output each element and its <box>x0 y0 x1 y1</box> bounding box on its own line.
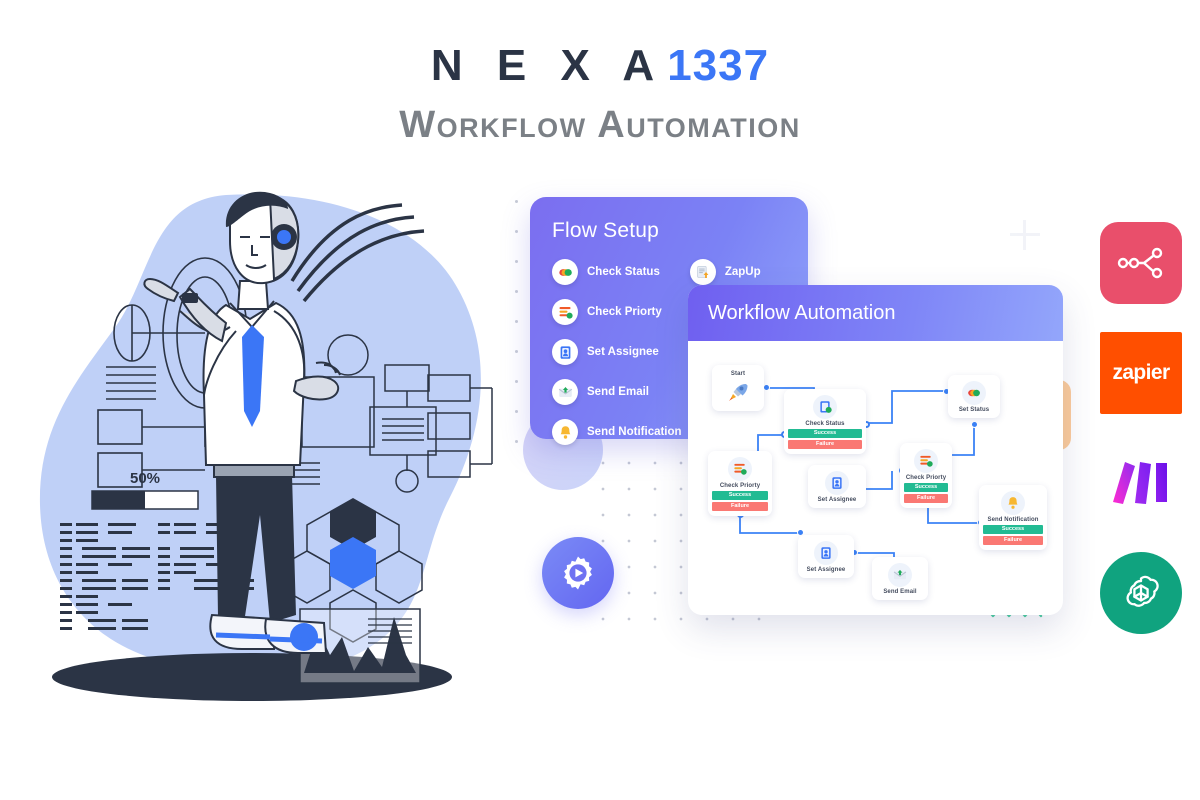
illustration-lines-left <box>106 366 156 400</box>
illustration-chart-panel <box>299 608 421 684</box>
node-label: Send Notification <box>987 517 1039 523</box>
node-failure-bar[interactable]: Failure <box>904 494 948 503</box>
node-label: Set Assignee <box>817 497 857 503</box>
page-header: N E X A1337 Workflow Automation <box>0 0 1200 147</box>
workflow-canvas[interactable]: Start Check Status Success Failure <box>696 347 1055 615</box>
plus-decoration <box>1010 220 1040 250</box>
node-success-bar[interactable]: Success <box>788 429 862 438</box>
flow-item-send-email[interactable]: Send Email <box>552 379 690 405</box>
flow-item-zapup[interactable]: ZapUp <box>689 259 808 285</box>
workflow-node-set-status[interactable]: Set Status <box>948 375 1000 418</box>
node-label: Start <box>730 371 746 377</box>
flow-setup-title: Flow Setup <box>552 219 660 242</box>
id-badge-icon <box>552 339 578 365</box>
envelope-icon <box>888 563 912 587</box>
workflow-automation-card: Workflow Automation <box>688 285 1063 615</box>
priority-list-icon <box>552 299 578 325</box>
flow-item-label: Check Priorty <box>587 306 662 318</box>
workflow-node-check-priorty-left[interactable]: Check Priorty Success Failure <box>708 451 772 516</box>
flow-item-set-assignee[interactable]: Set Assignee <box>552 339 690 365</box>
node-failure-bar[interactable]: Failure <box>712 502 768 511</box>
integration-zapier[interactable]: zapier <box>1100 332 1182 414</box>
bell-icon <box>1001 491 1025 515</box>
workflow-node-set-assignee-low[interactable]: Set Assignee <box>798 535 854 578</box>
illustration-flowchart <box>301 334 493 493</box>
workflow-node-start[interactable]: Start <box>712 365 764 411</box>
monday-logo-icon <box>1113 462 1167 504</box>
priority-list-icon <box>914 449 938 473</box>
flow-item-label: Send Notification <box>587 426 682 438</box>
run-workflow-badge[interactable] <box>542 537 614 609</box>
progress-label: 50% <box>130 470 160 487</box>
brand-number: 1337 <box>667 41 770 90</box>
n8n-logo-icon <box>1117 247 1163 279</box>
flow-item-check-priorty[interactable]: Check Priorty <box>552 299 690 325</box>
workflow-card-header: Workflow Automation <box>688 285 1063 341</box>
page-subtitle: Workflow Automation <box>399 104 801 146</box>
rocket-icon <box>726 380 750 404</box>
flow-item-check-status[interactable]: Check Status <box>552 259 690 285</box>
node-success-bar[interactable]: Success <box>983 525 1043 534</box>
node-label: Set Assignee <box>806 567 846 573</box>
openai-logo-icon <box>1126 575 1159 607</box>
node-label: Check Priorty <box>719 483 761 489</box>
node-label: Check Priorty <box>905 475 947 481</box>
node-label: Check Status <box>805 421 845 427</box>
connector-dot <box>763 384 770 391</box>
id-badge-icon <box>825 471 849 495</box>
node-label: Send Email <box>883 589 917 595</box>
node-failure-bar[interactable]: Failure <box>983 536 1043 545</box>
robot-automation-illustration: 50% <box>30 185 520 715</box>
connector-dot <box>971 421 978 428</box>
bell-icon <box>552 419 578 445</box>
workflow-node-send-email[interactable]: Send Email <box>872 557 928 600</box>
integration-monday[interactable] <box>1100 442 1182 524</box>
node-failure-bar[interactable]: Failure <box>788 440 862 449</box>
flow-item-label: ZapUp <box>724 266 761 278</box>
node-success-bar[interactable]: Success <box>712 491 768 500</box>
envelope-icon <box>552 379 578 405</box>
gear-play-icon <box>564 556 592 590</box>
illustration-character <box>143 191 425 654</box>
workflow-composition: Flow Setup Check Status Check Priorty <box>505 185 1095 645</box>
illustration-progress: 50% <box>91 470 199 510</box>
integration-n8n[interactable] <box>1100 222 1182 304</box>
brand-name: N E X A <box>430 41 666 90</box>
node-success-bar[interactable]: Success <box>904 483 948 492</box>
status-toggle-icon <box>962 381 986 405</box>
flow-setup-list-left: Check Status Check Priorty Set Assignee <box>552 259 690 459</box>
priority-list-icon <box>728 457 752 481</box>
workflow-card-title: Workflow Automation <box>708 301 896 324</box>
workflow-node-check-priorty-right[interactable]: Check Priorty Success Failure <box>900 443 952 508</box>
status-toggle-icon <box>552 259 578 285</box>
flow-item-label: Check Status <box>587 266 660 278</box>
id-badge-icon <box>814 541 838 565</box>
integrations-rail: zapier <box>1100 222 1182 662</box>
illustration-floor <box>52 653 452 701</box>
flow-setup-list-right: ZapUp <box>689 259 808 459</box>
integration-openai[interactable] <box>1100 552 1182 634</box>
workflow-node-set-assignee-mid[interactable]: Set Assignee <box>808 465 866 508</box>
dot-column-decoration <box>515 200 529 460</box>
node-label: Set Status <box>958 407 990 413</box>
workflow-node-check-status[interactable]: Check Status Success Failure <box>784 389 866 454</box>
flow-item-label: Send Email <box>587 386 649 398</box>
flow-item-send-notification[interactable]: Send Notification <box>552 419 690 445</box>
brand-lockup: N E X A1337 <box>0 44 1200 88</box>
flow-item-label: Set Assignee <box>587 346 659 358</box>
workflow-node-send-notification[interactable]: Send Notification Success Failure <box>979 485 1047 550</box>
upload-document-icon <box>689 259 716 285</box>
clipboard-check-icon <box>813 395 837 419</box>
zapier-logo-icon: zapier <box>1112 361 1170 384</box>
illustration-hexagons <box>283 498 423 643</box>
